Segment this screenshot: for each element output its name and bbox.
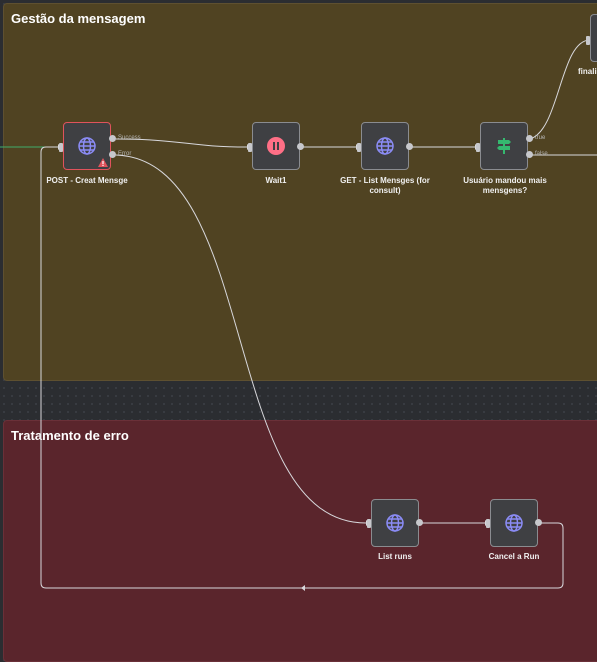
node-label: POST - Creat Mensge xyxy=(46,176,128,185)
output-label-error: Error xyxy=(118,151,132,157)
node-label: Usuário mandou mais mensgens? xyxy=(463,176,547,195)
node-post-creat-mensge[interactable] xyxy=(63,122,111,170)
node-usuario-mandou-mais[interactable] xyxy=(480,122,528,170)
globe-icon xyxy=(386,514,404,532)
globe-icon xyxy=(78,137,96,155)
node-finali[interactable] xyxy=(590,14,597,62)
node-wait1[interactable] xyxy=(252,122,300,170)
output-label-success: Success xyxy=(118,135,141,141)
node-label: finali xyxy=(578,67,597,76)
node-get-list-mensges[interactable] xyxy=(361,122,409,170)
input-port[interactable] xyxy=(486,519,490,528)
output-port-success[interactable] xyxy=(109,135,116,142)
input-port[interactable] xyxy=(248,143,252,152)
output-port-true[interactable] xyxy=(526,135,533,142)
warning-icon[interactable] xyxy=(98,158,108,167)
output-label-true: true xyxy=(535,135,546,141)
group-title: Gestão da mensagem xyxy=(11,11,146,26)
node-label: Wait1 xyxy=(265,176,287,185)
output-port[interactable] xyxy=(406,143,413,150)
globe-icon xyxy=(376,137,394,155)
signpost-icon xyxy=(497,138,511,154)
input-port[interactable] xyxy=(357,143,361,152)
node-cancel-a-run[interactable] xyxy=(490,499,538,547)
output-port[interactable] xyxy=(535,519,542,526)
input-port[interactable] xyxy=(367,519,371,528)
node-label: Cancel a Run xyxy=(488,552,540,561)
output-port-false[interactable] xyxy=(526,151,533,158)
output-port[interactable] xyxy=(297,143,304,150)
input-port[interactable] xyxy=(59,143,63,152)
node-label: List runs xyxy=(378,552,412,561)
node-list-runs[interactable] xyxy=(371,499,419,547)
group-title: Tratamento de erro xyxy=(11,428,129,443)
input-port[interactable] xyxy=(586,36,590,45)
output-port[interactable] xyxy=(416,519,423,526)
output-port-error[interactable] xyxy=(109,151,116,158)
globe-icon xyxy=(505,514,523,532)
output-label-false: false xyxy=(535,151,548,157)
pause-icon xyxy=(267,137,285,155)
input-port[interactable] xyxy=(476,143,480,152)
node-label: GET - List Mensges (for consult) xyxy=(340,176,430,195)
